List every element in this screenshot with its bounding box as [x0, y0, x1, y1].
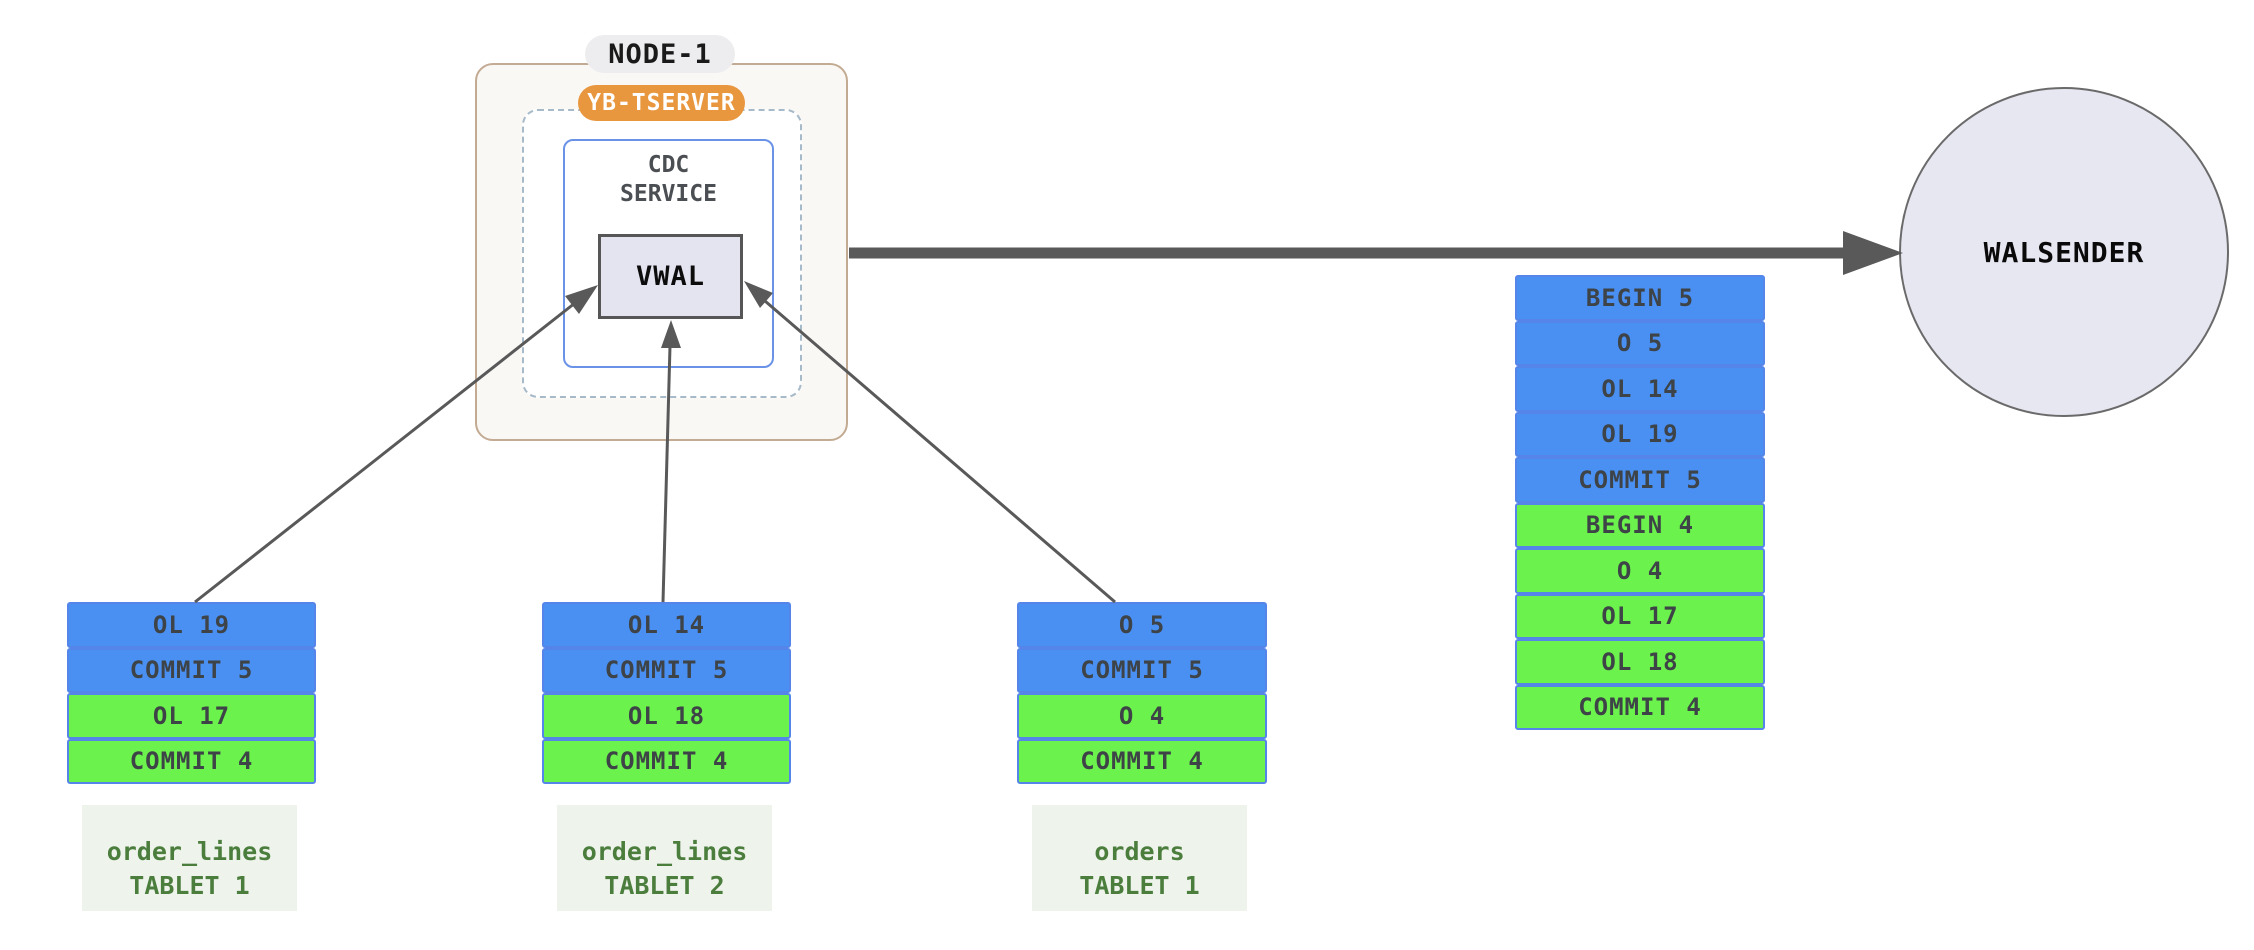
tablet3-table-name: orders — [1094, 837, 1185, 866]
tablet1-name-box: order_lines TABLET 1 — [82, 805, 297, 911]
wal-record: OL 14 — [542, 602, 791, 648]
node1-label-pill: NODE-1 — [585, 35, 735, 73]
node1-label: NODE-1 — [608, 38, 712, 70]
wal-record: COMMIT 4 — [542, 738, 791, 784]
wal-record: OL 18 — [1515, 639, 1765, 685]
tablet2-table-name: order_lines — [581, 837, 748, 866]
wal-record: OL 18 — [542, 693, 791, 739]
walsender-label: WALSENDER — [1983, 235, 2145, 269]
wal-record: COMMIT 4 — [1515, 684, 1765, 730]
cdc-service-label-line2: SERVICE — [620, 181, 717, 207]
wal-record: OL 17 — [1515, 593, 1765, 639]
wal-record: OL 19 — [67, 602, 316, 648]
arrow-vwal-to-walsender — [849, 231, 1903, 275]
wal-record: COMMIT 5 — [67, 647, 316, 693]
wal-record: O 4 — [1017, 693, 1267, 739]
tablet1-stack: OL 19 COMMIT 5 OL 17 COMMIT 4 — [67, 602, 316, 784]
tablet3-name-box: orders TABLET 1 — [1032, 805, 1247, 911]
wal-record: BEGIN 4 — [1515, 502, 1765, 548]
wal-record: OL 17 — [67, 693, 316, 739]
vwal-label: VWAL — [635, 261, 706, 292]
tablet2-tablet-name: TABLET 2 — [604, 871, 725, 900]
wal-record: COMMIT 4 — [67, 738, 316, 784]
tablet2-stack: OL 14 COMMIT 5 OL 18 COMMIT 4 — [542, 602, 791, 784]
tablet3-tablet-name: TABLET 1 — [1079, 871, 1200, 900]
wal-record: BEGIN 5 — [1515, 275, 1765, 321]
wal-record: COMMIT 5 — [1017, 647, 1267, 693]
tablet2-name-box: order_lines TABLET 2 — [557, 805, 772, 911]
wal-record: O 5 — [1515, 320, 1765, 366]
yb-tserver-badge: YB-TSERVER — [578, 85, 745, 121]
wal-record: COMMIT 5 — [542, 647, 791, 693]
yb-tserver-label: YB-TSERVER — [587, 90, 736, 116]
wal-record: O 4 — [1515, 548, 1765, 594]
tablet1-tablet-name: TABLET 1 — [129, 871, 250, 900]
wal-record: COMMIT 4 — [1017, 738, 1267, 784]
wal-record: OL 14 — [1515, 366, 1765, 412]
tablet1-table-name: order_lines — [106, 837, 273, 866]
vwal-box: VWAL — [598, 234, 743, 319]
wal-record: O 5 — [1017, 602, 1267, 648]
walsender-circle: WALSENDER — [1899, 87, 2229, 417]
merged-stream-stack: BEGIN 5 O 5 OL 14 OL 19 COMMIT 5 BEGIN 4… — [1515, 275, 1765, 730]
wal-record: OL 19 — [1515, 411, 1765, 457]
wal-record: COMMIT 5 — [1515, 457, 1765, 503]
tablet3-stack: O 5 COMMIT 5 O 4 COMMIT 4 — [1017, 602, 1267, 784]
cdc-service-label-line1: CDC — [647, 152, 690, 178]
